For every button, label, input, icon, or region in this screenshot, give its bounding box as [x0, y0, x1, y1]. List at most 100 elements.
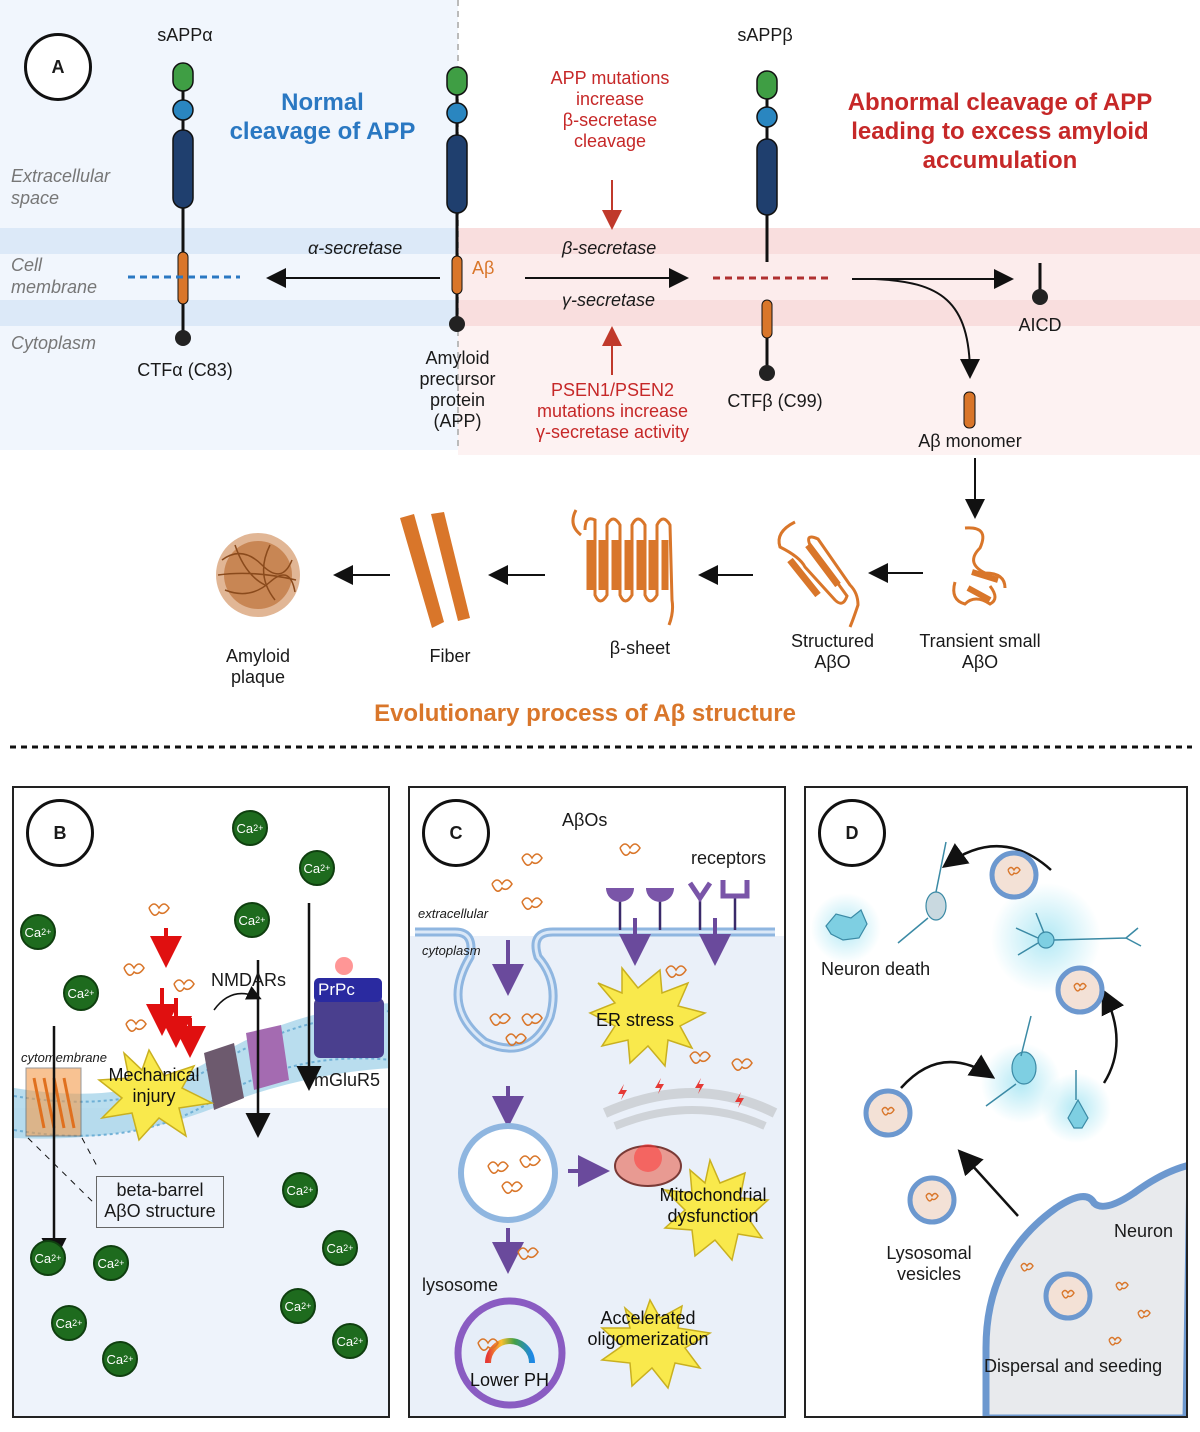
fiber-graphic: [400, 512, 470, 628]
stage-beta-sheet: β-sheet: [609, 638, 671, 658]
app-line-1: Amyloid: [425, 348, 490, 368]
green-domain: [172, 62, 194, 92]
sappa-protein: [172, 62, 194, 346]
stage-amyloid-plaque: Amyloid plaque: [198, 646, 318, 688]
prpc-bound-abo: [335, 957, 353, 975]
abnormal-title-line-2: leading to excess amyloid: [851, 118, 1149, 145]
lightning-bolts: [618, 1078, 744, 1108]
mito-line-1: Mitochondrial: [659, 1185, 767, 1205]
nmdars-label: NMDARs: [211, 970, 286, 990]
neurons: [825, 891, 1089, 1129]
evolution-title: Evolutionary process of Aβ structure: [374, 700, 796, 727]
beta-barrel-callout: beta-barrel AβO structure: [96, 1176, 224, 1228]
blue-domain: [172, 99, 194, 121]
stage-transient-abo: Transient small AβO: [905, 631, 1055, 673]
abeta-label: Aβ: [472, 258, 495, 278]
lysosome: [454, 1297, 566, 1409]
degenerating-neuron: [925, 891, 947, 921]
app-mut-line-1: APP mutations: [550, 68, 670, 88]
arrow-from-neuron: [957, 1149, 1019, 1217]
lyso-line-2: vesicles: [896, 1264, 962, 1284]
neuron-small: [1011, 1051, 1037, 1085]
panel-c: C AβOs receptors extracellular cytoplasm…: [408, 786, 786, 1418]
stage-structured-abo: Structured AβO: [770, 631, 895, 673]
panel-b-cytoplasm-bg: [14, 1108, 388, 1416]
barrel-line-2: AβO structure: [104, 1201, 216, 1221]
panel-d-label: D: [818, 799, 886, 867]
abo-oligomers: [123, 903, 195, 1032]
monomer-arrow: [874, 278, 980, 379]
panel-d: D Neuron death Lysosomal vesicles Neuron…: [804, 786, 1188, 1418]
extracellular-line-2: space: [11, 188, 60, 208]
accelerated-oligomerization-text: Accelerated oligomerization: [578, 1308, 718, 1350]
prpc-label: PrPc: [318, 980, 355, 999]
lyso-line-1: Lysosomal: [886, 1243, 972, 1263]
extracellular-space-label: Extracellular space: [11, 165, 110, 209]
cytomembrane-label: cytomembrane: [21, 1050, 107, 1065]
receptors-label: receptors: [691, 848, 767, 868]
gamma-secretase-label: γ-secretase: [562, 290, 656, 310]
neuron-blue: [1067, 1098, 1089, 1129]
neuron-label: Neuron: [1114, 1221, 1174, 1241]
accelerated-oligomerization-star: [599, 1298, 713, 1390]
prpc-receptor: [314, 978, 382, 1002]
barrel-line-1: beta-barrel: [116, 1180, 204, 1200]
abeta-monomer-label: Aβ monomer: [918, 431, 1022, 451]
ctf-tail: [175, 330, 191, 346]
receptor-cup-2: [646, 888, 674, 902]
stage-0-line-1: Amyloid: [225, 646, 291, 666]
normal-title-line-2: cleavage of APP: [229, 118, 416, 145]
membrane-band-inner: [0, 300, 458, 326]
neuron-death-label: Neuron death: [821, 959, 931, 979]
stage-3-line-2: AβO: [814, 652, 851, 672]
app-label: Amyloid precursor protein (APP): [400, 348, 515, 432]
mito-dysfunction-star: [662, 1157, 770, 1262]
healthy-neuron: [1037, 931, 1055, 949]
beta-secretase-label: β-secretase: [562, 238, 657, 258]
dispersal-seeding-label: Dispersal and seeding: [984, 1356, 1163, 1376]
membrane-band-outer: [0, 228, 458, 254]
app-mut-line-3: β-secretase: [562, 110, 658, 130]
er-stress-star: [588, 965, 708, 1068]
structured-abo-graphic: [777, 520, 860, 628]
arrow-curve: [900, 1054, 996, 1089]
aicd-label: AICD: [1018, 315, 1062, 335]
abnormal-top-white: [458, 0, 1200, 228]
er-stress-text: ER stress: [596, 1010, 675, 1030]
ctfb-label: CTFβ (C99): [727, 391, 823, 411]
psen-line-2: mutations increase: [536, 401, 689, 421]
abeta-monomer-shape: [963, 391, 976, 429]
arrow-up-right: [1101, 988, 1125, 1084]
abnormal-title-line-1: Abnormal cleavage of APP: [847, 89, 1153, 116]
normal-title-line-1: Normal: [281, 89, 364, 116]
stage-4-line-2: AβO: [961, 652, 999, 672]
endoplasmic-reticulum: [602, 1088, 778, 1118]
receptor-y: [687, 881, 713, 903]
accel-line-2: oligomerization: [587, 1329, 709, 1349]
mglur5-label: mGluR5: [314, 1070, 381, 1090]
ctfa-label: CTFα (C83): [137, 360, 233, 380]
dying-neuron: [825, 909, 868, 941]
panel-c-graphics: [415, 843, 778, 1409]
lysosome-label: lysosome: [422, 1275, 499, 1295]
mglur5-receptor: [314, 998, 384, 1058]
transient-abo-graphic: [952, 526, 1007, 606]
cell-membrane-label: Cell membrane: [11, 254, 97, 298]
lipid-bilayer: [14, 1003, 388, 1139]
abo-oligomers: [881, 866, 1151, 1346]
ctfb-fragment: [759, 299, 775, 381]
navy-domain: [172, 129, 194, 209]
receptor-u: [720, 880, 750, 899]
abos-label: AβOs: [562, 810, 608, 830]
abnormal-cleavage-title: Abnormal cleavage of APP leading to exce…: [820, 88, 1180, 175]
mechanical-injury-star: [96, 1048, 215, 1142]
abo-oligomers: [477, 843, 753, 1351]
